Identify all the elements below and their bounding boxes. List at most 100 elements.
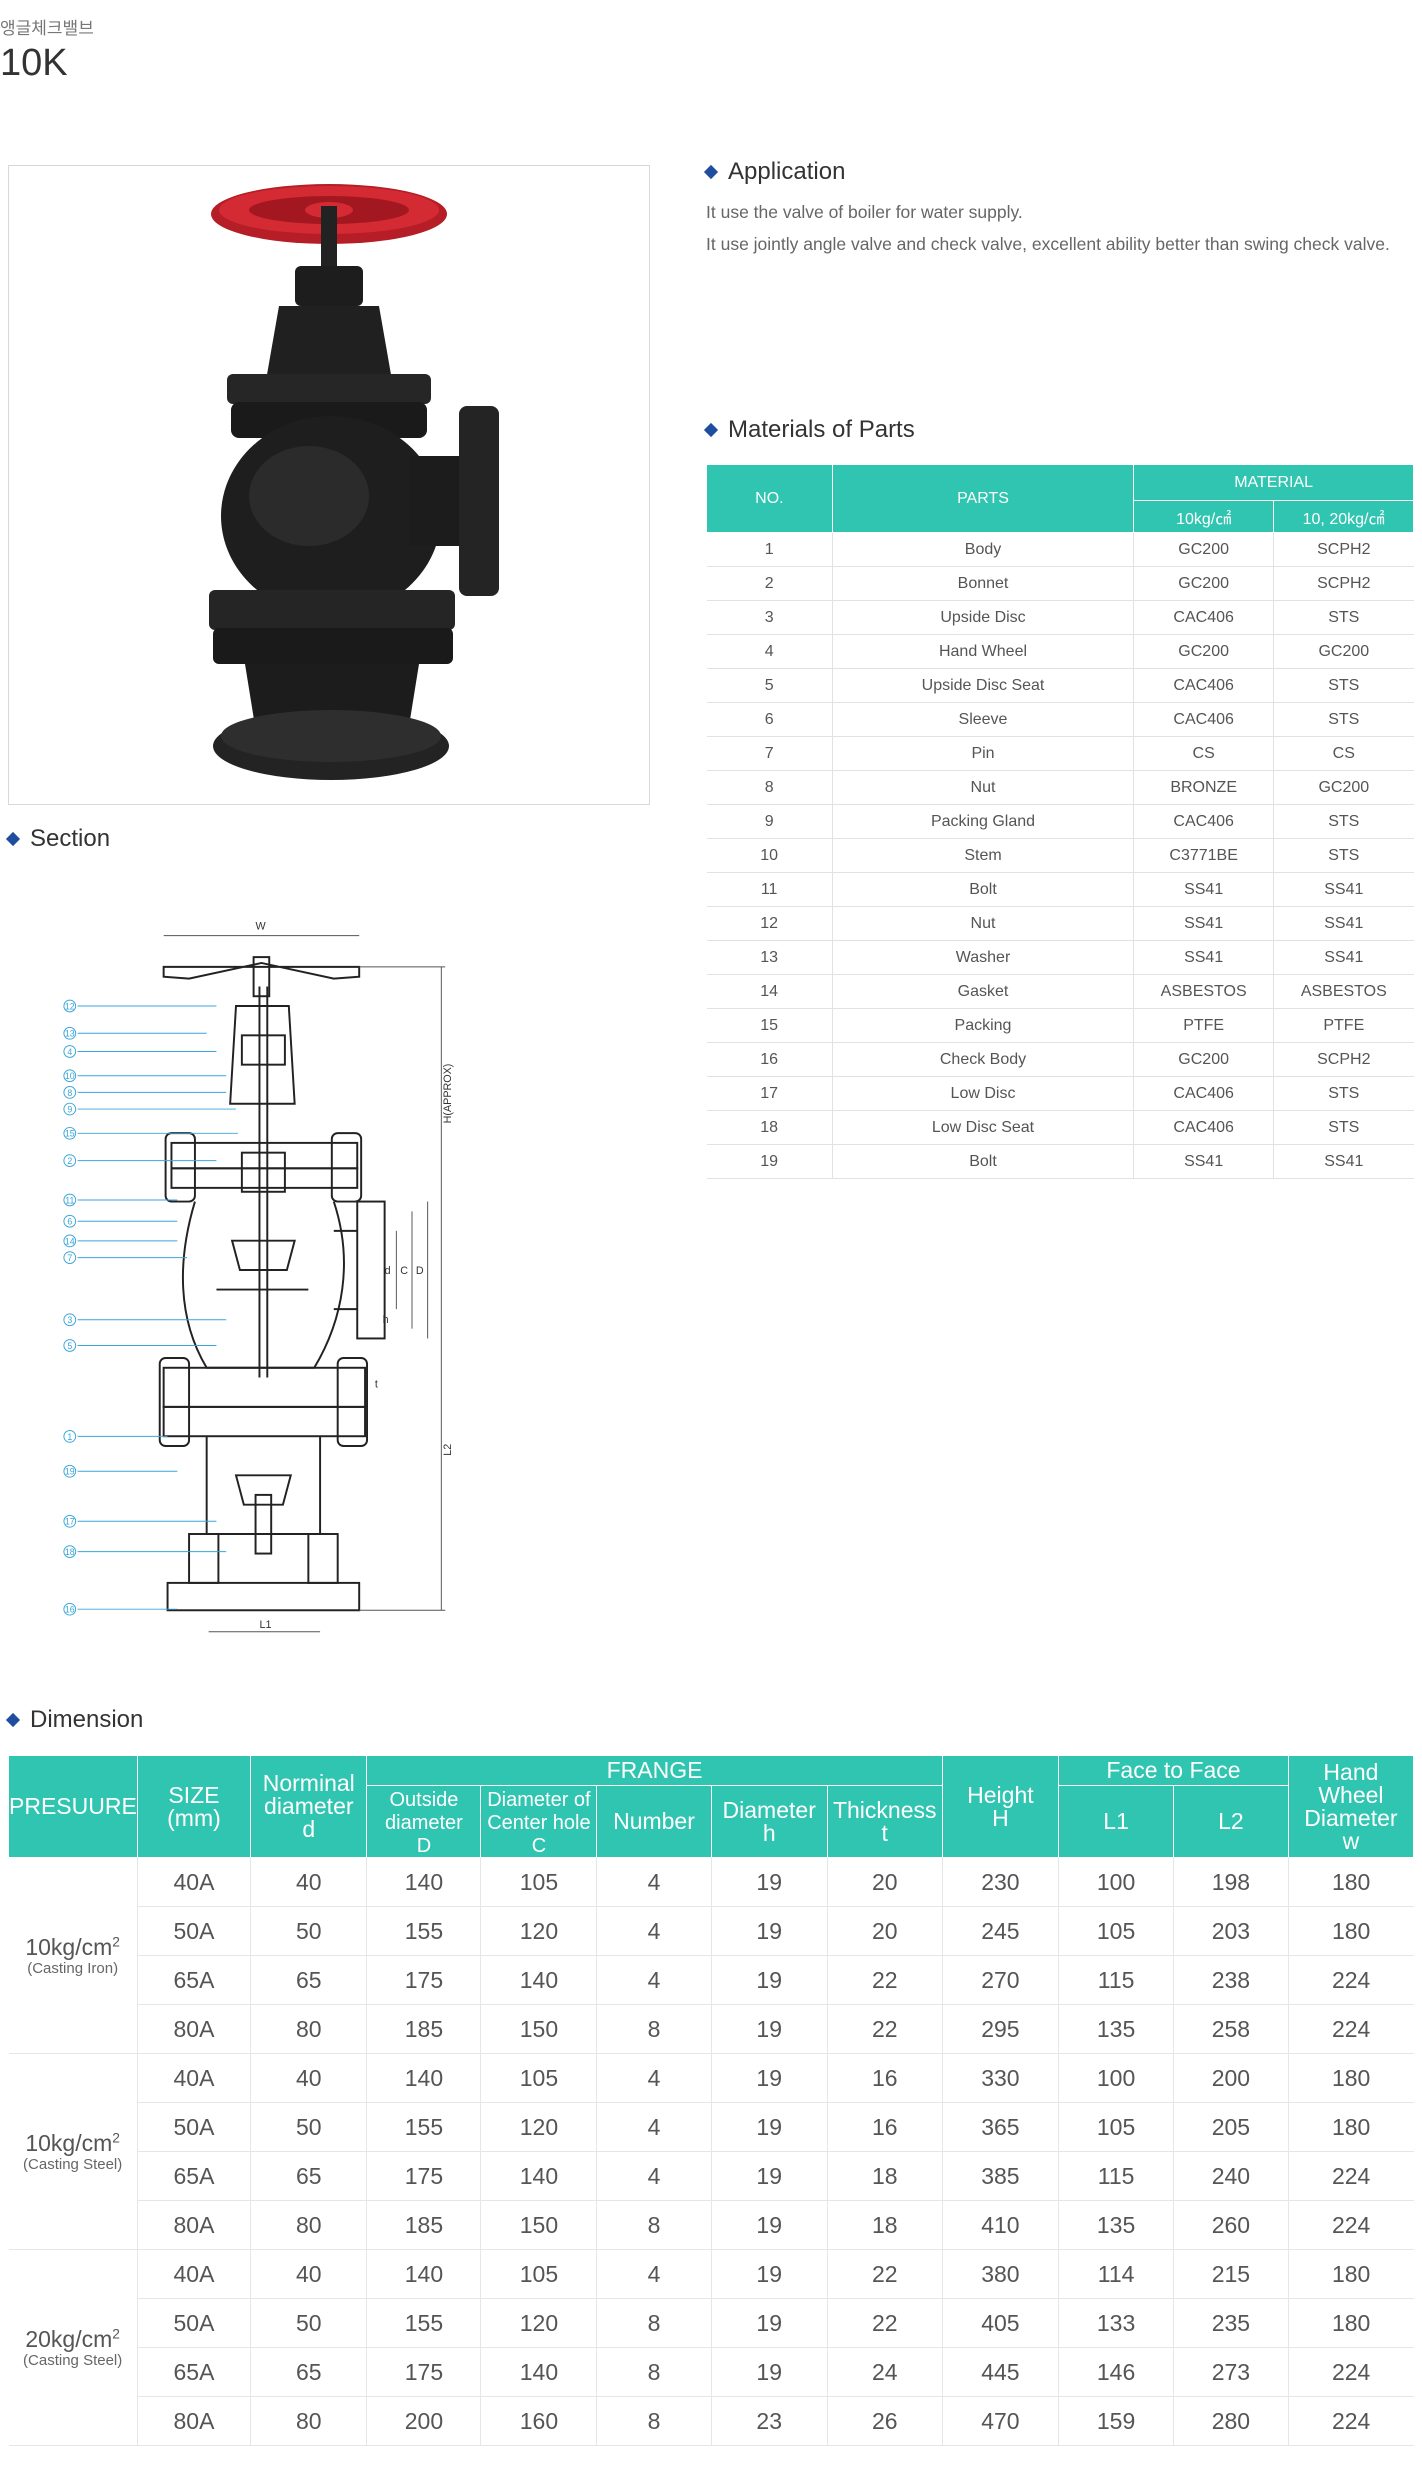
outside-diameter-D: 155 (366, 1906, 482, 1956)
part-name: Body (832, 532, 1135, 567)
callout-circle (63, 1514, 77, 1528)
size: 40A (137, 2249, 252, 2299)
callout-circle (63, 1313, 77, 1327)
callout-number: 16 (65, 1605, 75, 1615)
wheel-diameter-w: 224 (1288, 2200, 1414, 2250)
hole-diameter-h: 19 (711, 2053, 828, 2103)
callout-number: 11 (65, 1195, 74, 1205)
pressure-rating: 20kg/cm (25, 2325, 113, 2352)
mat-header-material: MATERIAL (1133, 464, 1414, 501)
part-name: Packing (832, 1008, 1135, 1043)
material-10k: GC200 (1133, 634, 1275, 669)
section-heading: Section (5, 825, 110, 853)
callout-circle (63, 999, 77, 1013)
part-no: 18 (706, 1110, 833, 1145)
nominal-d: 50 (250, 2102, 368, 2152)
callout-circle (63, 1126, 77, 1140)
height-H: 270 (942, 1955, 1060, 2005)
outside-diameter-D: 185 (366, 2200, 482, 2250)
height-H: 405 (942, 2298, 1060, 2348)
part-name: Low Disc Seat (832, 1110, 1135, 1145)
callout-number: 9 (67, 1104, 72, 1114)
dimension-heading: Dimension (5, 1706, 143, 1734)
angle-check-valve-image (209, 184, 499, 780)
callout-number: 17 (65, 1517, 75, 1527)
material-10k: CAC406 (1133, 804, 1275, 839)
thickness-t: 22 (827, 2298, 943, 2348)
part-no: 4 (706, 634, 833, 669)
callout-circle (63, 1154, 77, 1167)
callout-number: 6 (67, 1217, 72, 1227)
wheel-diameter-w: 224 (1288, 2396, 1414, 2446)
part-name: Stem (832, 838, 1135, 873)
dim-label-t: t (375, 1378, 378, 1390)
hole-diameter-h: 19 (711, 2347, 828, 2397)
part-name: Washer (832, 940, 1135, 975)
wheel-diameter-w: 224 (1288, 2151, 1414, 2201)
dim-header-l2: L2 (1173, 1785, 1289, 1858)
material-10-20k: ASBESTOS (1273, 974, 1414, 1009)
callout-circle (63, 1339, 77, 1352)
thickness-t: 18 (827, 2151, 943, 2201)
center-hole-C: 160 (480, 2396, 598, 2446)
material-10-20k: CS (1273, 736, 1414, 771)
callout-number: 3 (67, 1315, 72, 1325)
wheel-diameter-w: 180 (1288, 1906, 1414, 1956)
pressure-material-note: (Casting Iron) (27, 1960, 119, 1978)
nominal-d: 65 (250, 2151, 368, 2201)
nominal-d: 40 (250, 2249, 368, 2299)
height-H: 380 (942, 2249, 1060, 2299)
thickness-t: 20 (827, 1857, 943, 1907)
wheel-diameter-w: 224 (1288, 1955, 1414, 2005)
application-heading: Application (703, 158, 845, 186)
part-no: 13 (706, 940, 833, 975)
callout-number: 14 (65, 1236, 75, 1246)
material-10k: PTFE (1133, 1008, 1275, 1043)
material-10k: CAC406 (1133, 1110, 1275, 1145)
material-10-20k: SS41 (1273, 1144, 1414, 1179)
material-10-20k: GC200 (1273, 770, 1414, 805)
callout-circle (63, 1214, 77, 1228)
bolt-number: 4 (596, 1906, 712, 1956)
part-no: 17 (706, 1076, 833, 1111)
outside-diameter-D: 200 (366, 2396, 482, 2446)
part-no: 5 (706, 668, 833, 703)
size: 65A (137, 2151, 252, 2201)
length-L1: 115 (1058, 2151, 1174, 2201)
part-no: 16 (706, 1042, 833, 1077)
length-L1: 135 (1058, 2200, 1174, 2250)
part-name: Nut (832, 906, 1135, 941)
height-H: 410 (942, 2200, 1060, 2250)
length-L2: 235 (1173, 2298, 1289, 2348)
mat-header-parts: PARTS (831, 464, 1135, 533)
material-10k: GC200 (1133, 1042, 1275, 1077)
length-L1: 100 (1058, 1857, 1174, 1907)
size: 80A (137, 2200, 252, 2250)
hole-diameter-h: 19 (711, 2200, 828, 2250)
korean-product-name: 앵글체크밸브 (0, 19, 94, 38)
bolt-number: 8 (596, 2200, 712, 2250)
height-H: 295 (942, 2004, 1060, 2054)
material-10-20k: SS41 (1273, 872, 1414, 907)
part-name: Low Disc (832, 1076, 1135, 1111)
callout-circle (63, 1086, 77, 1099)
material-10-20k: STS (1273, 668, 1414, 703)
hole-diameter-h: 19 (711, 2298, 828, 2348)
nominal-d: 80 (250, 2396, 368, 2446)
nominal-d: 40 (250, 1857, 368, 1907)
callout-circle (63, 1102, 77, 1116)
callout-circle (63, 1251, 77, 1264)
callout-number: 10 (65, 1071, 75, 1081)
material-10-20k: STS (1273, 838, 1414, 873)
nominal-d: 65 (250, 2347, 368, 2397)
